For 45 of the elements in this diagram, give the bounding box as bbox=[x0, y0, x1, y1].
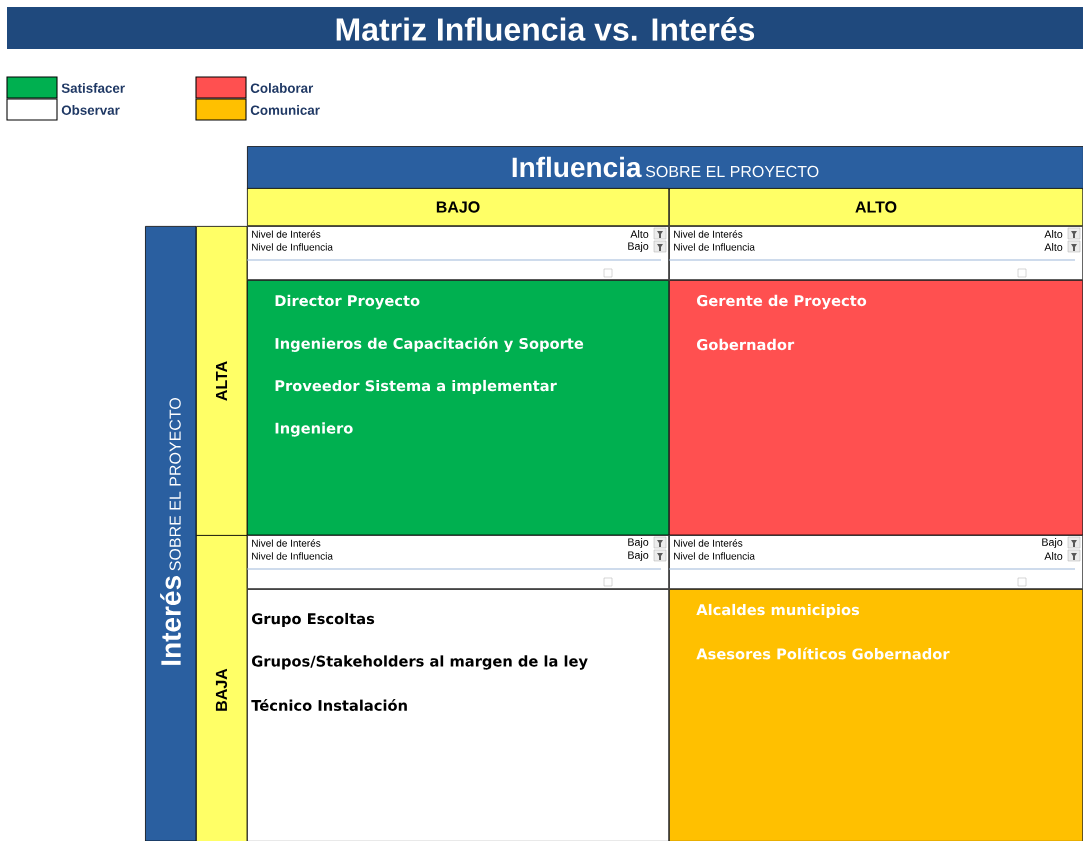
stakeholder-name: Proveedor Sistema a implementar bbox=[275, 379, 557, 395]
quadrant-box bbox=[669, 589, 1083, 841]
filter-label: Nivel de Influencia bbox=[674, 243, 755, 251]
filter-label: Nivel de Interés bbox=[252, 539, 321, 547]
filter-value: Alto bbox=[1044, 230, 1063, 238]
filter-label: Nivel de Influencia bbox=[252, 243, 333, 251]
stakeholder-name: Asesores Políticos Gobernador bbox=[696, 647, 950, 660]
filter-value: Alto bbox=[1044, 552, 1063, 560]
filter-panel bbox=[246, 226, 670, 281]
stakeholder-name: Ingenieros de Capacitación y Soporte bbox=[275, 337, 584, 352]
title-banner: Matriz Influencia vs. Interés bbox=[7, 7, 1083, 49]
filter-label: Nivel de Interés bbox=[674, 539, 743, 547]
filter-label: Nivel de Influencia bbox=[674, 552, 755, 560]
filter-label: Nivel de Interés bbox=[252, 230, 321, 238]
stakeholder-name: Ingeniero bbox=[275, 422, 353, 437]
stakeholder-name: Grupo Escoltas bbox=[252, 612, 375, 628]
stakeholder-name: Gobernador bbox=[697, 338, 795, 351]
filter-value: Bajo bbox=[1042, 538, 1063, 548]
stakeholder-name: Alcaldes municipios bbox=[696, 603, 860, 619]
filter-panel bbox=[668, 535, 1083, 590]
filter-label: Nivel de Interés bbox=[674, 230, 743, 238]
filter-value: Bajo bbox=[628, 538, 649, 548]
filter-value: Alto bbox=[630, 230, 649, 238]
filter-value: Bajo bbox=[628, 551, 649, 561]
filter-value: Bajo bbox=[628, 242, 649, 252]
filter-value: Alto bbox=[1044, 243, 1063, 251]
legend-label: Colaborar bbox=[250, 83, 314, 93]
legend-label: Satisfacer bbox=[61, 83, 125, 93]
header-cell: ALTA bbox=[196, 226, 248, 537]
stakeholder-name: Técnico Instalación bbox=[251, 699, 407, 711]
quadrant-box bbox=[669, 280, 1083, 536]
legend-label: Observar bbox=[61, 105, 120, 115]
stakeholder-name: Grupos/Stakeholders al margen de la ley bbox=[252, 655, 588, 670]
header-cell: ALTO bbox=[669, 188, 1083, 227]
header-band: Interés SOBRE EL PROYECTO bbox=[145, 226, 197, 841]
stakeholder-name: Director Proyecto bbox=[275, 294, 420, 310]
filter-label: Nivel de Influencia bbox=[252, 552, 333, 560]
header-band: Influencia SOBRE EL PROYECTO bbox=[247, 146, 1083, 190]
stakeholder-name: Gerente de Proyecto bbox=[697, 294, 867, 310]
filter-panel bbox=[246, 535, 670, 590]
filter-panel bbox=[668, 226, 1083, 281]
header-cell: BAJO bbox=[247, 188, 670, 227]
quadrant-box bbox=[247, 280, 670, 536]
legend-label: Comunicar bbox=[250, 105, 320, 115]
header-cell: BAJA bbox=[196, 535, 248, 841]
